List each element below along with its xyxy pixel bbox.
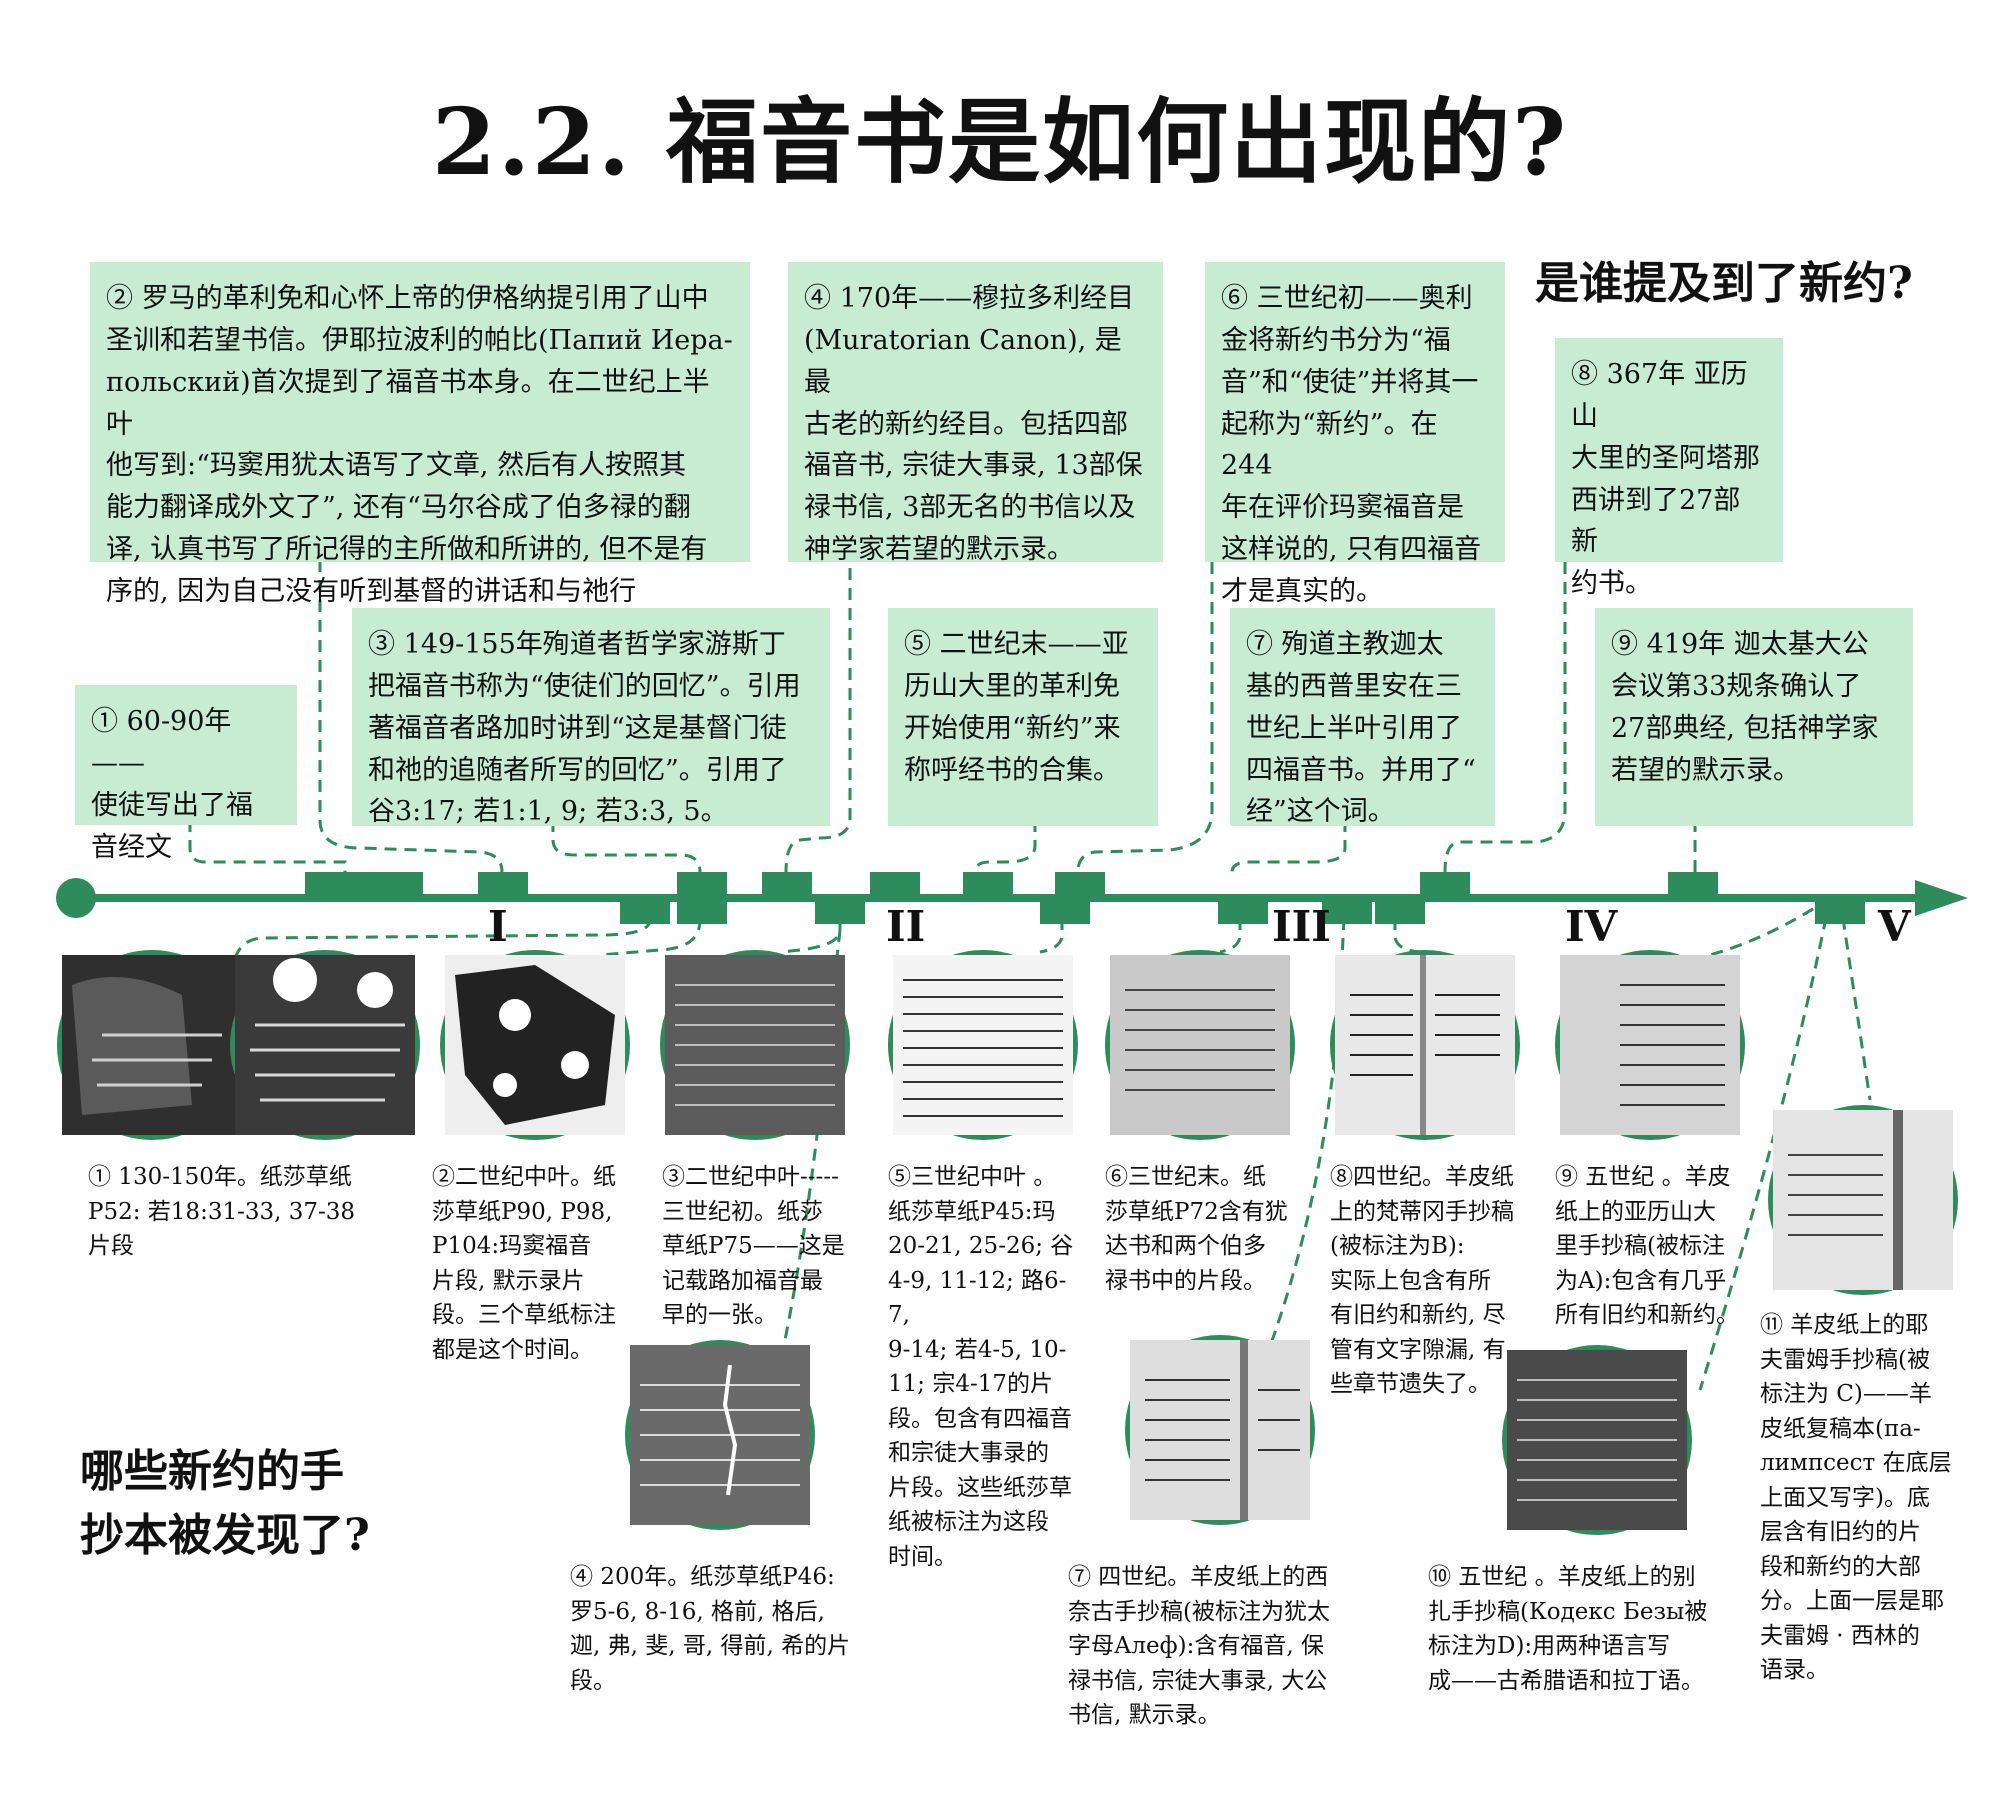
marker-event-6: [1055, 872, 1105, 898]
event-box-8: ⑧ 367年 亚历山 大里的圣阿塔那 西讲到了27部新 约书。: [1555, 338, 1783, 599]
event-box-9: ⑨ 419年 迦太基大公 会议第33规条确认了 27部典经, 包括神学家 若望的…: [1595, 608, 1913, 826]
marker-event-5b: [963, 872, 1013, 898]
event-box-1: ① 60-90年—— 使徒写出了福 音经文: [75, 685, 297, 863]
manuscript-caption-6: ⑥三世纪末。纸 莎草纸P72含有犹 达书和两个伯多 禄书中的片段。: [1105, 1164, 1288, 1294]
event-box-4: ④ 170年——穆拉多利经目 (Muratorian Canon), 是最 古老…: [788, 262, 1163, 565]
timeline-markers: [305, 872, 1718, 898]
connector-event-4: [784, 548, 852, 873]
manuscript-image-3: [660, 950, 850, 1140]
marker-event-1: [305, 872, 423, 898]
manuscript-image-6: [1105, 950, 1295, 1140]
manuscript-caption-4: ④ 200年。纸莎草纸P46: 罗5-6, 8-16, 格前, 格后, 迦, 弗…: [570, 1564, 851, 1694]
manuscript-caption-1: ① 130-150年。纸莎草纸 P52: 若18:31-33, 37-38 片段: [88, 1164, 356, 1259]
marker-event-5: [870, 872, 920, 898]
century-label: V: [1878, 902, 1911, 951]
manuscript-image-10: [1502, 1345, 1692, 1535]
event-box-7: ⑦ 殉道主教迦太 基的西普里安在三 世纪上半叶引用了 四福音书。并用了“ 经”这…: [1230, 608, 1495, 827]
connector-event-7: [1230, 820, 1347, 873]
manuscript-caption-9: ⑨ 五世纪 。羊皮 纸上的亚历山大 里手抄稿(被标注 为A):包含有几乎 所有旧…: [1555, 1164, 1739, 1328]
manuscript-image-7: [1125, 1335, 1315, 1525]
manuscript-image-8: [1330, 950, 1520, 1140]
connector-m6: [1219, 898, 1242, 954]
question-who-mentioned: 是谁提及到了新约?: [1535, 258, 1913, 309]
manuscript-caption-10: ⑩ 五世纪 。羊皮纸上的别 扎手抄稿(Кодекс Безы被 标注为D):用两…: [1428, 1564, 1708, 1694]
connector-event-3: [551, 820, 702, 873]
manuscript-image-9: [1555, 950, 1745, 1140]
manuscript-image-5: [888, 950, 1078, 1140]
century-label: I: [488, 902, 508, 951]
marker-m5: [1040, 898, 1090, 924]
connector-m9: [1709, 896, 1831, 957]
marker-m8: [1375, 898, 1425, 924]
marker-event-2: [478, 872, 528, 898]
marker-m7: [1322, 898, 1372, 924]
question-which-manuscripts: 哪些新约的手 抄本被发现了?: [80, 1446, 370, 1561]
manuscript-image-4: [625, 1340, 815, 1530]
manuscript-caption-3: ③二世纪中叶----- 三世纪初。纸莎 草纸P75——这是 记载路加福音最 早的…: [662, 1164, 845, 1328]
manuscript-image-2: [440, 950, 630, 1140]
manuscript-caption-2: ②二世纪中叶。纸 莎草纸P90, P98, P104:玛窦福音 片段, 默示录片…: [432, 1164, 616, 1363]
connector-m7: [1263, 897, 1347, 1361]
event-box-6: ⑥ 三世纪初——奥利 金将新约书分为“福 音”和“使徒”并将其一 起称为“新约”…: [1205, 262, 1505, 607]
marker-event-9: [1668, 872, 1718, 898]
marker-event-7: [1420, 872, 1470, 898]
timeline-markers-below: [620, 898, 1865, 924]
marker-event-4: [762, 872, 812, 898]
connector-event-5: [973, 820, 1037, 873]
manuscript-caption-8: ⑧四世纪。羊皮纸 上的梵蒂冈手抄稿 (被标注为B): 实际上包含有所 有旧约和新…: [1330, 1164, 1514, 1397]
event-box-3: ③ 149-155年殉道者哲学家游斯丁 把福音书称为“使徒们的回忆”。引用 著福…: [352, 608, 830, 827]
connector-m5: [1039, 898, 1064, 954]
connector-m3: [779, 898, 842, 954]
page-title: 2.2. 福音书是如何出现的?: [431, 88, 1569, 196]
century-label: III: [1272, 902, 1331, 951]
event-box-5: ⑤ 二世纪末——亚 历山大里的革利免 开始使用“新约”来 称呼经书的合集。: [888, 608, 1158, 826]
marker-m9: [1815, 898, 1865, 924]
manuscript-image-11: [1768, 1105, 1958, 1295]
connector-m11: [1838, 897, 1872, 1101]
marker-m1: [620, 898, 670, 924]
timeline-arrowhead: [1915, 880, 1968, 916]
century-label: IV: [1565, 902, 1618, 951]
connector-event-6: [1076, 562, 1214, 873]
connector-event-1: [188, 820, 347, 872]
century-label: II: [886, 902, 926, 951]
event-box-2: ② 罗马的革利免和心怀上帝的伊格纳提引用了山中 圣训和若望书信。伊耶拉波利的帕比…: [90, 262, 750, 607]
manuscript-caption-11: ⑪ 羊皮纸上的耶 夫雷姆手抄稿(被 标注为 C)——羊 皮纸复稿本(па- ли…: [1760, 1312, 1952, 1683]
manuscript-image-1a: [57, 950, 247, 1140]
marker-m2: [677, 898, 727, 924]
marker-m3: [815, 898, 865, 924]
manuscript-caption-5: ⑤三世纪中叶 。 纸莎草纸P45:玛 20-21, 25-26; 谷 4-9, …: [888, 1164, 1074, 1570]
marker-m6: [1218, 898, 1268, 924]
manuscript-image-1b: [230, 950, 420, 1140]
connector-m4: [783, 929, 842, 1341]
marker-event-3: [677, 872, 727, 898]
connector-event-2: [318, 560, 504, 873]
manuscript-caption-7: ⑦ 四世纪。羊皮纸上的西 奈古手抄稿(被标注为犹太 字母Алеф):含有福音, …: [1068, 1564, 1330, 1728]
